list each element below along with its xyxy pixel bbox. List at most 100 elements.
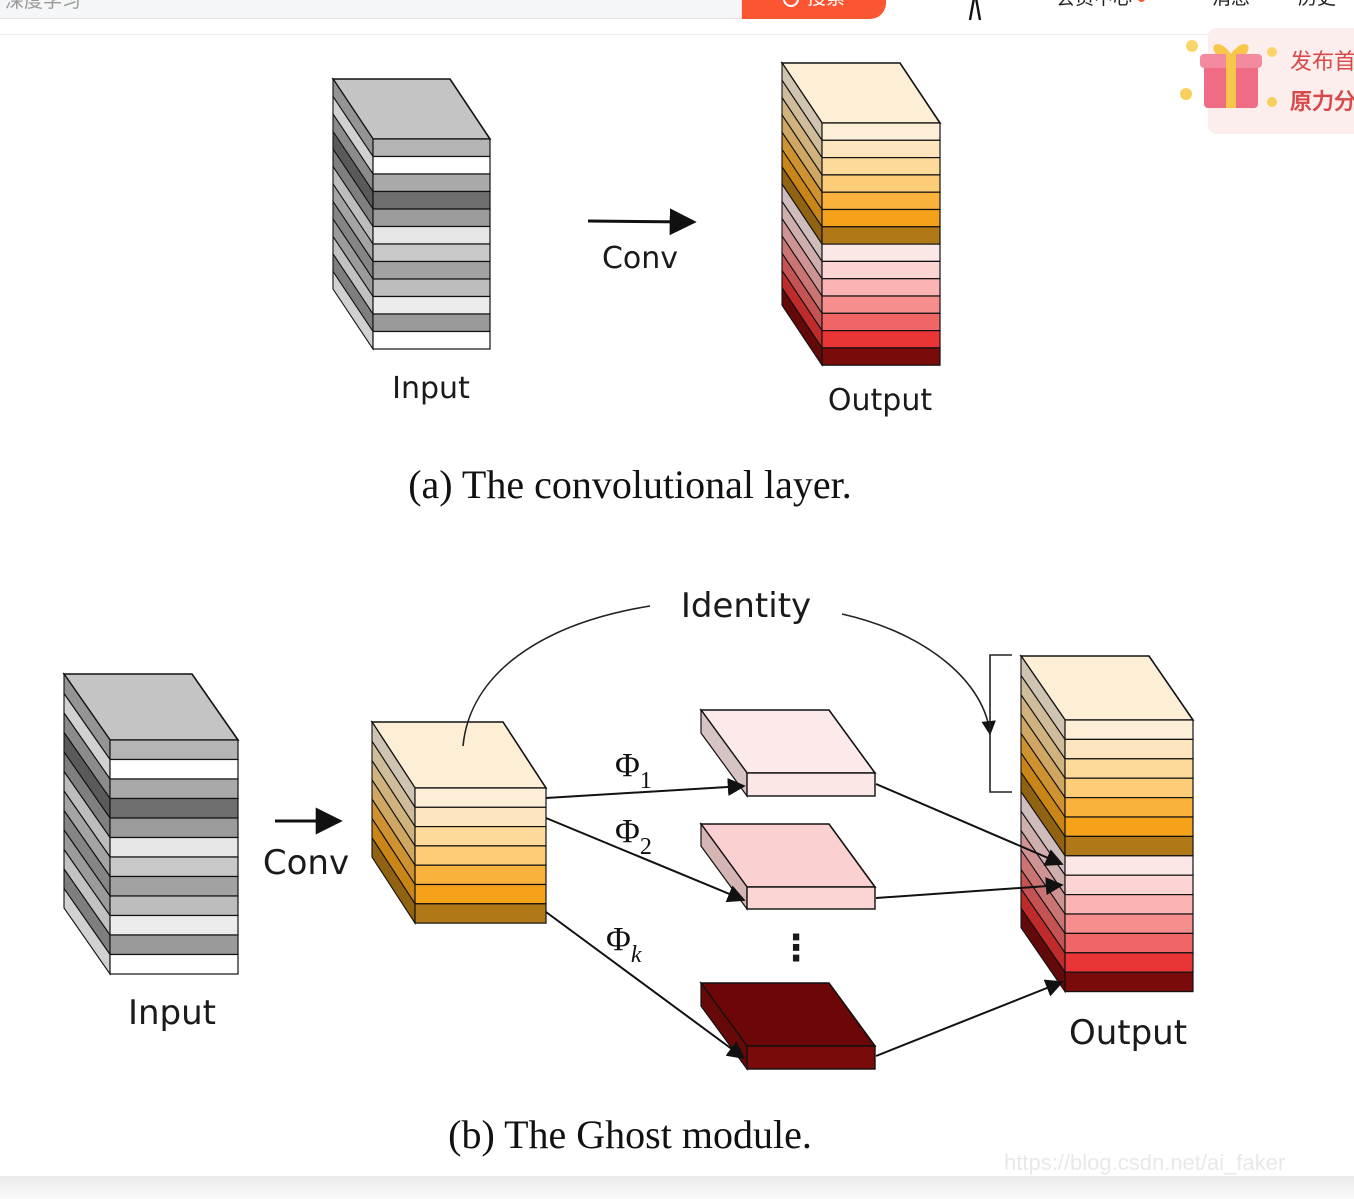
output-label-a: Output bbox=[828, 383, 932, 418]
stack-layer bbox=[1064, 874, 1194, 896]
stack-layer bbox=[821, 156, 941, 176]
nav-member-center[interactable]: 会员中心 bbox=[1056, 0, 1146, 12]
stack-layer bbox=[1064, 855, 1194, 876]
stack-layer bbox=[109, 856, 239, 878]
top-navigation-bar: 深度学习 搜索 会员中心 消息 历史 bbox=[0, 0, 1354, 35]
nav-history[interactable]: 历史 bbox=[1298, 0, 1336, 12]
watermark: https://blog.csdn.net/ai_faker bbox=[1004, 1150, 1286, 1175]
stack-layer bbox=[372, 173, 491, 193]
input-feature-stack-b bbox=[62, 672, 240, 976]
stack-layer bbox=[821, 243, 941, 263]
stack-layer bbox=[372, 190, 491, 210]
person-figure-icon[interactable] bbox=[962, 0, 988, 22]
search-input[interactable]: 深度学习 bbox=[0, 0, 742, 19]
ghost-feature-maps bbox=[699, 708, 877, 1071]
phi1-arrow bbox=[545, 777, 746, 799]
stack-layer bbox=[414, 864, 547, 886]
stack-layer bbox=[372, 208, 491, 228]
stack-layer bbox=[109, 875, 239, 897]
identity-label: Identity bbox=[681, 586, 811, 626]
conv-arrow-a bbox=[587, 208, 697, 236]
stack-layer bbox=[821, 139, 941, 159]
output-feature-stack-b bbox=[1019, 654, 1195, 994]
stack-layer bbox=[1064, 932, 1194, 954]
stack-layer bbox=[109, 797, 239, 819]
stack-layer bbox=[821, 312, 941, 332]
stack-layer bbox=[821, 191, 941, 211]
stack-layer bbox=[821, 226, 941, 245]
caption-a: (a) The convolutional layer. bbox=[408, 462, 852, 507]
stack-layer bbox=[109, 817, 239, 839]
stack-layer bbox=[821, 122, 941, 141]
output-feature-stack-a bbox=[780, 61, 942, 368]
promo-line-1: 发布首 bbox=[1290, 50, 1354, 75]
ghost-map-front-face bbox=[746, 772, 876, 797]
stack-layer bbox=[821, 208, 941, 228]
stack-layer bbox=[372, 138, 491, 158]
ghost-map-front-face bbox=[746, 1045, 876, 1070]
stack-layer bbox=[109, 836, 239, 858]
nav-messages[interactable]: 消息 bbox=[1212, 0, 1250, 12]
caption-b: (b) The Ghost module. bbox=[448, 1112, 812, 1157]
identity-bracket bbox=[989, 654, 1012, 793]
ghost-module-diagram: Input Conv Output (a) The convolutional … bbox=[62, 61, 1195, 1157]
stack-layer bbox=[109, 934, 239, 956]
identity-curve-arrow bbox=[841, 613, 996, 736]
phik-subscript: k bbox=[631, 942, 642, 968]
stack-layer bbox=[1064, 913, 1194, 934]
phik-label: Φk bbox=[606, 921, 642, 968]
stack-layer bbox=[372, 278, 491, 298]
stack-layer bbox=[109, 758, 239, 780]
search-button[interactable]: 搜索 bbox=[742, 0, 886, 19]
stack-layer bbox=[821, 330, 941, 349]
stack-layer bbox=[1064, 835, 1194, 857]
stack-layer bbox=[1064, 952, 1194, 973]
stack-layer bbox=[1064, 777, 1194, 799]
stack-layer bbox=[821, 347, 941, 366]
promo-line-2: 原力分 bbox=[1290, 90, 1354, 115]
stack-layer bbox=[372, 225, 491, 245]
stack-layer bbox=[1064, 816, 1194, 837]
conv-label-b: Conv bbox=[263, 843, 349, 883]
phi1-label: Φ1 bbox=[615, 747, 652, 794]
input-label-b: Input bbox=[128, 993, 216, 1033]
stack-layer bbox=[1064, 758, 1194, 779]
search-button-label: 搜索 bbox=[807, 0, 845, 9]
nav-member-center-label: 会员中心 bbox=[1056, 0, 1132, 9]
notification-dot-icon bbox=[1138, 0, 1146, 3]
phik-arrow bbox=[545, 911, 746, 1060]
conv-label-a: Conv bbox=[602, 241, 678, 276]
stack-layer bbox=[372, 313, 491, 333]
stack-layer bbox=[821, 260, 941, 280]
stack-layer bbox=[109, 953, 239, 975]
output-label-b: Output bbox=[1069, 1013, 1187, 1053]
phi2-arrow bbox=[545, 817, 746, 903]
stack-layer bbox=[1064, 719, 1194, 740]
input-label-a: Input bbox=[392, 371, 470, 406]
phi2-symbol: Φ bbox=[615, 813, 640, 850]
phi2-subscript: 2 bbox=[640, 834, 652, 860]
phik-symbol: Φ bbox=[606, 921, 631, 958]
stack-layer bbox=[372, 155, 491, 175]
ghostk-to-output-arrow bbox=[875, 979, 1064, 1057]
stack-layer bbox=[414, 787, 547, 808]
ghost1-to-output-arrow bbox=[875, 783, 1064, 866]
stack-layer bbox=[1064, 796, 1194, 818]
stack-layer bbox=[821, 278, 941, 297]
identity-curve bbox=[462, 605, 651, 747]
stack-layer bbox=[1064, 738, 1194, 760]
stack-layer bbox=[109, 778, 239, 800]
stack-layer bbox=[1064, 971, 1194, 993]
ellipsis-dots: ⋮ bbox=[778, 928, 814, 969]
stack-layer bbox=[372, 295, 491, 315]
ghost-map-front-face bbox=[746, 886, 876, 910]
stack-layer bbox=[1064, 893, 1194, 915]
search-icon bbox=[782, 0, 799, 7]
stack-layer bbox=[372, 243, 491, 263]
stack-layer bbox=[372, 260, 491, 280]
stack-layer bbox=[372, 330, 491, 350]
intrinsic-feature-stack bbox=[370, 720, 548, 925]
phi1-subscript: 1 bbox=[640, 768, 652, 794]
stack-layer bbox=[414, 806, 547, 828]
stack-layer bbox=[414, 903, 547, 924]
